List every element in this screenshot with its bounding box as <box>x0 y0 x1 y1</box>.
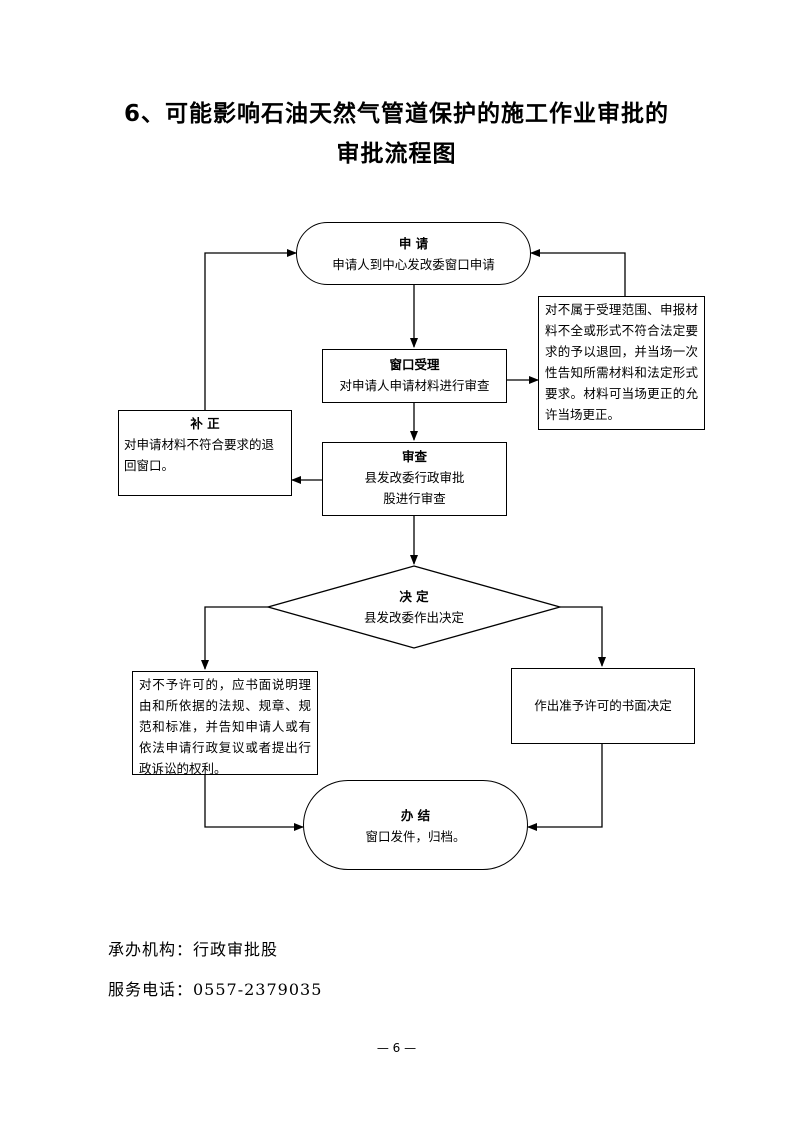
node-apply: 申 请 申请人到中心发改委窗口申请 <box>296 222 531 285</box>
node-review-heading: 审查 <box>401 449 427 464</box>
node-grant-text: 作出准予许可的书面决定 <box>534 698 672 713</box>
node-reject-form: 对不属于受理范围、申报材料不全或形式不符合法定要求的予以退回，并当场一次性告知所… <box>538 296 705 430</box>
page-subtitle: 审批流程图 <box>336 141 457 167</box>
arrow-deny-to-finish <box>204 775 304 831</box>
node-review: 审查 县发改委行政审批股进行审查 <box>322 442 507 516</box>
node-apply-text: 申请人到中心发改委窗口申请 <box>332 257 495 272</box>
arrow-reject-to-apply <box>530 249 626 296</box>
node-supplement-text: 对申请材料不符合要求的退回窗口。 <box>124 437 275 473</box>
node-review-text: 县发改委行政审批股进行审查 <box>364 470 465 506</box>
node-finish: 办 结 窗口发件，归档。 <box>303 780 528 870</box>
node-grant: 作出准予许可的书面决定 <box>511 668 695 744</box>
node-supplement-heading: 补 正 <box>190 416 220 431</box>
node-window-text: 对申请人申请材料进行审查 <box>339 378 490 393</box>
footer-phone: 服务电话：0557-2379035 <box>108 980 323 999</box>
arrow-decide-to-deny <box>201 606 268 670</box>
footer-agency: 承办机构：行政审批股 <box>108 940 279 959</box>
node-finish-text: 窗口发件，归档。 <box>365 829 466 844</box>
node-reject-form-text: 对不属于受理范围、申报材料不全或形式不符合法定要求的予以退回，并当场一次性告知所… <box>545 302 698 422</box>
page-number: — 6 — <box>376 1041 417 1055</box>
node-decide-text: 县发改委作出决定 <box>363 610 464 625</box>
node-window-heading: 窗口受理 <box>389 357 440 372</box>
node-deny-text: 对不予许可的，应书面说明理由和所依据的法规、规章、规范和标准，并告知申请人或有依… <box>139 677 311 776</box>
node-decide: 决 定 县发改委作出决定 <box>268 586 560 628</box>
arrow-grant-to-finish <box>527 744 603 831</box>
node-deny: 对不予许可的，应书面说明理由和所依据的法规、规章、规范和标准，并告知申请人或有依… <box>132 671 318 776</box>
node-supplement: 补 正 对申请材料不符合要求的退回窗口。 <box>118 410 292 496</box>
decision-diamond <box>265 565 563 649</box>
arrow-supplement-to-apply <box>204 249 297 410</box>
node-finish-heading: 办 结 <box>400 808 431 823</box>
page-title: 6、可能影响石油天然气管道保护的施工作业审批的 <box>123 101 669 127</box>
node-decide-heading: 决 定 <box>399 589 429 604</box>
node-window: 窗口受理 对申请人申请材料进行审查 <box>322 349 507 403</box>
arrow-decide-to-grant <box>560 606 606 667</box>
node-apply-heading: 申 请 <box>398 236 429 251</box>
